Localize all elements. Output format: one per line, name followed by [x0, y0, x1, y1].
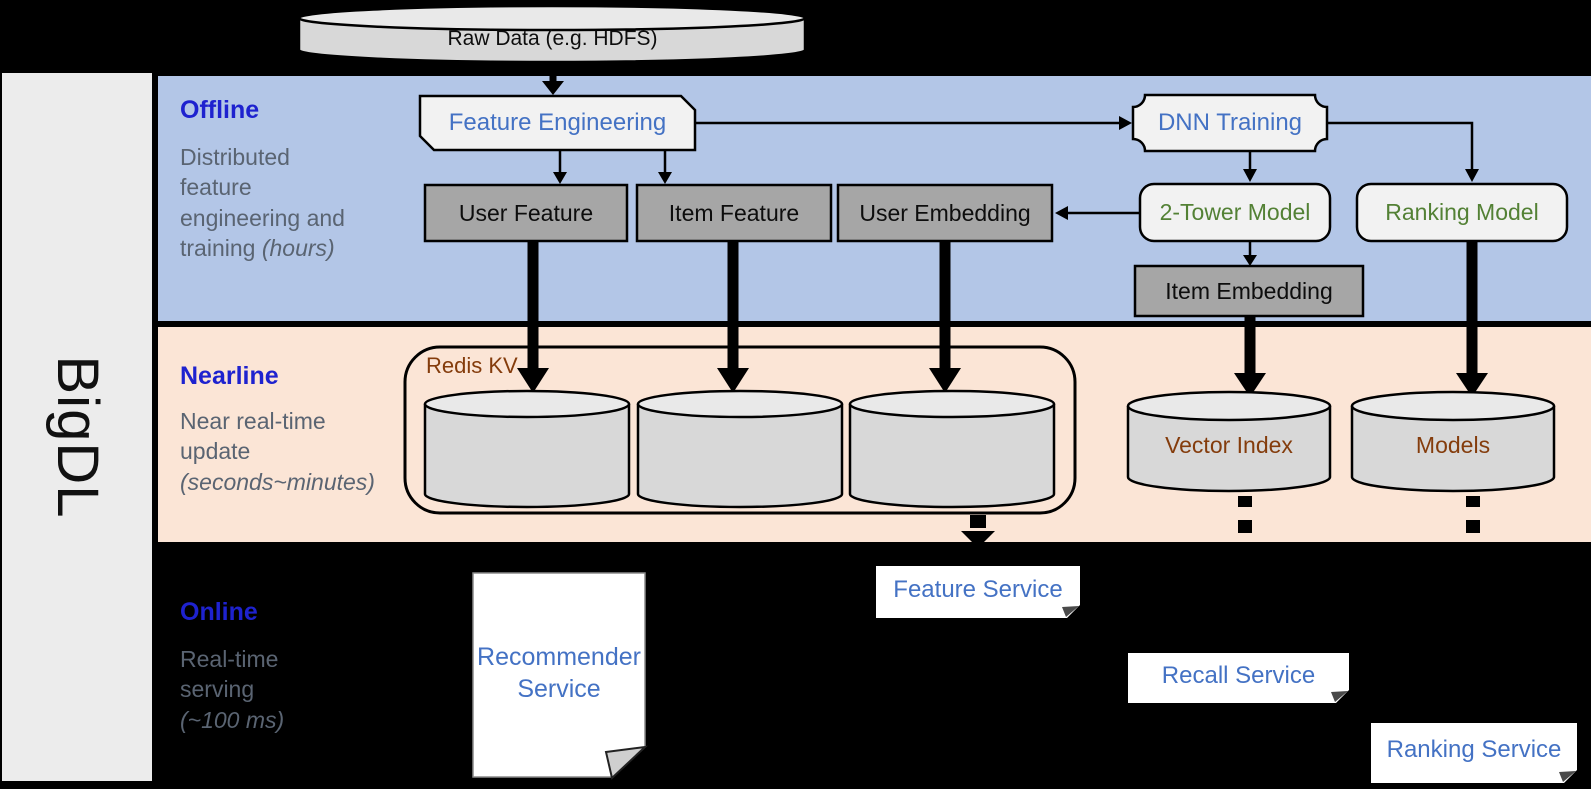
recall-service-shape	[1128, 653, 1349, 703]
online-description-italic: (~100 ms)	[180, 706, 285, 733]
redis-kv-label: Redis KV	[426, 353, 518, 378]
vector-index-label: Vector Index	[1165, 431, 1293, 458]
user-feature-label: User Feature	[458, 199, 594, 226]
dnn-training-label: DNN Training	[1157, 109, 1303, 136]
offline-title: Offline	[180, 96, 260, 124]
dnn-training-shape	[1131, 93, 1329, 153]
arrow-user-feature-to-redis	[517, 241, 549, 393]
arrow-two-tower-to-item-embedding	[1243, 241, 1257, 266]
vector-index-cylinder	[1126, 390, 1332, 493]
arrow-item-feature-to-redis	[717, 241, 749, 393]
recommender-service-shape	[472, 572, 648, 780]
arrow-fe-to-dnn-training	[695, 116, 1132, 130]
redis-cylinder-3	[848, 389, 1056, 509]
bigdl-brand-label: BigDL	[45, 355, 110, 519]
user-embedding-label: User Embedding	[859, 199, 1031, 226]
arrow-fe-to-user-feature	[553, 150, 567, 184]
feature-engineering-label: Feature Engineering	[448, 109, 667, 136]
arrow-fe-to-item-feature	[658, 150, 672, 184]
feature-engineering-shape	[418, 94, 697, 152]
online-description: Real-time serving (~100 ms)	[180, 644, 400, 735]
online-title: Online	[180, 598, 258, 626]
models-cylinder	[1350, 390, 1556, 493]
arrow-raw-data-to-feature-engineering	[542, 62, 564, 95]
arrow-dnn-to-two-tower	[1243, 151, 1257, 182]
ranking-model-label: Ranking Model	[1385, 199, 1539, 225]
dashed-arrow-redis-to-feature-service	[961, 515, 995, 548]
feature-service-shape	[876, 566, 1080, 618]
offline-description-text: Distributed feature engineering and trai…	[180, 144, 345, 262]
redis-cylinder-1	[423, 389, 631, 509]
models-label: Models	[1415, 431, 1491, 458]
ranking-service-shape	[1371, 723, 1577, 783]
arrow-item-embedding-to-vector-index	[1234, 316, 1266, 397]
redis-cylinder-2	[636, 389, 844, 509]
arrow-user-embedding-to-redis	[929, 241, 961, 393]
nearline-title: Nearline	[180, 362, 279, 390]
arrow-dnn-to-ranking-model	[1327, 121, 1479, 182]
item-feature-label: Item Feature	[668, 199, 800, 226]
offline-description-italic: (hours)	[261, 235, 335, 262]
user-feature-shape	[423, 183, 629, 243]
recommender-service-label: Recommender Service	[477, 642, 641, 704]
feature-service-label: Feature Service	[893, 576, 1063, 603]
dashed-stub-models	[1466, 496, 1480, 533]
dashed-stub-vector-index	[1238, 496, 1252, 533]
recall-service-label: Recall Service	[1161, 662, 1316, 689]
raw-data-label: Raw Data (e.g. HDFS)	[447, 27, 658, 50]
bigdl-sidebar	[2, 73, 152, 781]
arrow-two-tower-to-user-embedding	[1055, 206, 1140, 220]
arrow-ranking-model-to-models	[1456, 241, 1488, 397]
redis-kv-container	[403, 345, 1077, 515]
offline-description: Distributed feature engineering and trai…	[180, 142, 440, 263]
item-embedding-label: Item Embedding	[1165, 277, 1333, 304]
two-tower-model-label: 2-Tower Model	[1159, 199, 1311, 225]
online-description-text: Real-time serving	[180, 646, 279, 703]
ranking-service-label: Ranking Service	[1386, 736, 1562, 763]
ranking-model-shape	[1355, 182, 1569, 243]
nearline-description-text: Near real-time update	[180, 408, 326, 465]
nearline-description-italic: (seconds~minutes)	[180, 468, 375, 495]
nearline-description: Near real-time update (seconds~minutes)	[180, 406, 450, 497]
item-embedding-shape	[1133, 264, 1365, 318]
